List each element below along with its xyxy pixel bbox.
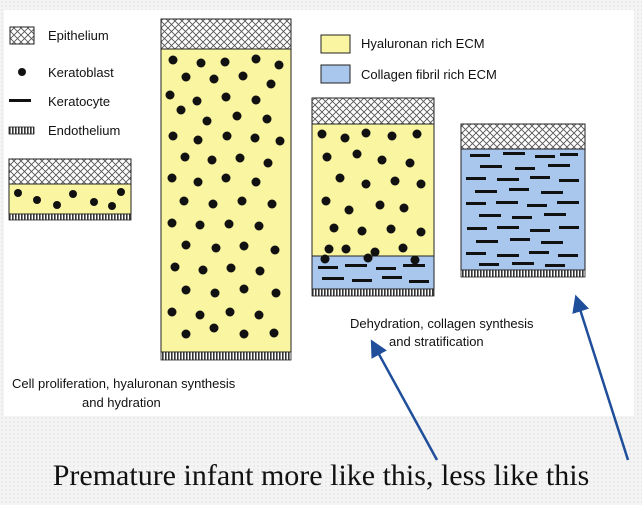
collagen-swatch — [320, 64, 351, 84]
stage3-keratoblasts — [317, 128, 426, 265]
legend-collagen: Collagen fibril rich ECM — [361, 67, 497, 82]
stage-3-cornea — [311, 97, 435, 297]
caption-left-line1: Cell proliferation, hyaluronan synthesis — [12, 376, 236, 391]
legend-epithelium: Epithelium — [48, 28, 109, 43]
epithelium-swatch — [9, 26, 35, 45]
legend-keratocyte: Keratocyte — [48, 94, 110, 109]
stage3-endothelium — [311, 288, 435, 297]
stage3-epithelium — [311, 97, 435, 125]
stage3-keratocytes — [318, 264, 429, 283]
caption-left-line2: and hydration — [82, 395, 161, 410]
stage1-keratoblasts — [14, 188, 125, 210]
stage1-endothelium — [8, 213, 132, 221]
caption-right-line1: Dehydration, collagen synthesis — [350, 316, 534, 331]
legend-endothelium: Endothelium — [48, 123, 120, 138]
stage4-endothelium — [460, 269, 586, 278]
bottom-caption: Premature infant more like this, less li… — [52, 459, 590, 492]
stage1-epithelium — [8, 158, 132, 185]
stage2-epithelium — [160, 18, 292, 50]
stage4-keratocytes — [466, 152, 579, 267]
cornea-development-diagram: Epithelium Keratoblast Keratocyte Endoth… — [4, 10, 634, 416]
stage-2-cornea — [160, 18, 292, 361]
legend-hyaluronan: Hyaluronan rich ECM — [361, 36, 485, 51]
legend-ecm: Hyaluronan rich ECM Collagen fibril rich… — [320, 34, 497, 84]
hyaluronan-swatch — [320, 34, 351, 54]
endothelium-swatch — [8, 126, 35, 135]
stage3-stroma-hyaluronan — [311, 123, 435, 257]
stage2-keratoblasts — [165, 54, 285, 339]
keratocyte-swatch — [9, 99, 31, 102]
legend-keratoblast: Keratoblast — [48, 65, 114, 80]
legend: Epithelium Keratoblast Keratocyte Endoth… — [8, 26, 120, 138]
stage4-epithelium — [460, 123, 586, 150]
stage-4-cornea — [460, 123, 586, 278]
stage-1-cornea — [8, 158, 132, 221]
keratoblast-swatch — [18, 68, 26, 76]
stage2-endothelium — [160, 351, 292, 361]
caption-right-line2: and stratification — [389, 334, 484, 349]
